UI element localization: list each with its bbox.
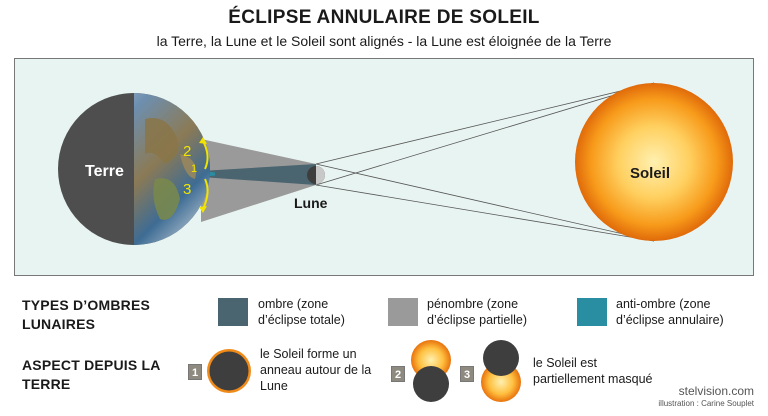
eclipse-diagram [58,82,733,245]
sun-label: Soleil [630,165,671,182]
partial-eclipse-view-upper [411,340,451,402]
credit-author: illustration : Carine Souplet [658,399,754,408]
credit-site: stelvision.com [678,384,754,398]
annular-eclipse-view [207,349,251,393]
arrow-head [199,137,207,144]
earth-label: Terre [85,163,124,180]
penumbra-legend-label: pénombre (zone d’éclipse partielle) [427,297,528,327]
view-badge-2: 2 [391,366,405,382]
view-badge-1: 1 [188,364,202,380]
annular-description: le Soleil forme un anneau autour de la L… [260,347,372,393]
zone-number-3: 3 [183,181,192,198]
ray-line [315,163,655,242]
earth-continents [145,118,196,220]
umbra-swatch [218,298,248,326]
zone-number-2: 2 [183,143,192,160]
aspect-heading: ASPECT DEPUIS LA TERRE [22,357,161,392]
antumbra-legend-label: anti-ombre (zone d’éclipse annulaire) [616,297,724,327]
diagram-subtitle: la Terre, la Lune et le Soleil sont alig… [156,33,612,49]
umbra-legend-label: ombre (zone d’éclipse totale) [258,297,345,327]
umbra-zone [201,164,316,185]
ray-line [315,184,655,242]
penumbra-arrow-lower [202,178,209,210]
zone-number-1: 1 [191,163,198,175]
partial-description: le Soleil est partiellement masqué [533,356,653,386]
legend-heading: TYPES D’OMBRES LUNAIRES [22,297,151,332]
ray-line [315,82,655,186]
eclipse-scene: Terre Lune Soleil 2 1 3 [14,58,754,276]
partial-eclipse-view-lower [481,340,521,402]
antumbra-swatch [577,298,607,326]
arrow-head [199,206,207,213]
sun [575,83,733,241]
moon-lit-side [316,166,325,184]
diagram-title: ÉCLIPSE ANNULAIRE DE SOLEIL [228,7,540,28]
moon-label: Lune [294,195,328,211]
penumbra-swatch [388,298,418,326]
ray-line [315,82,655,165]
view-badge-3: 3 [460,366,474,382]
